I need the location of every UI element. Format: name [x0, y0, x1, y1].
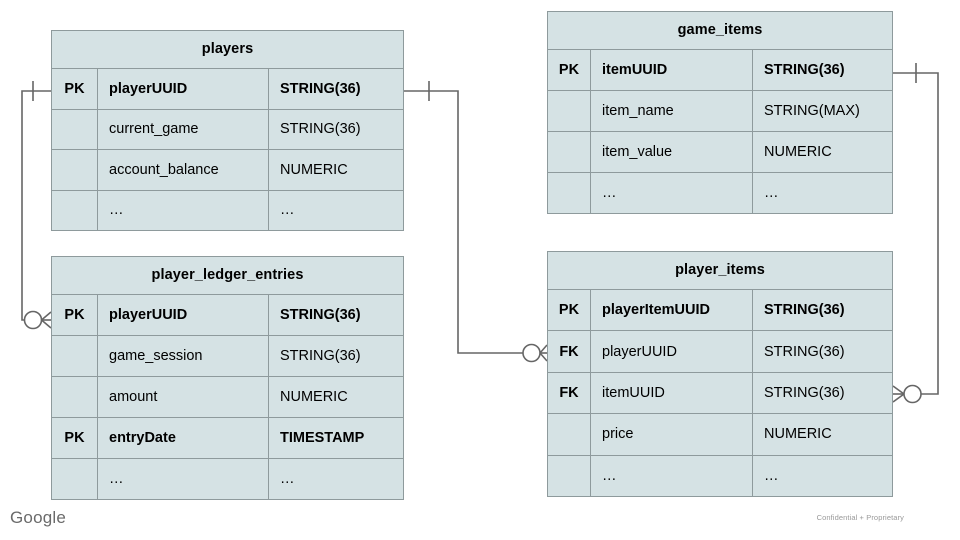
entity-row[interactable]: account_balance NUMERIC	[52, 150, 403, 191]
connector-players-to-player-items	[404, 81, 548, 363]
row-column-name: playerUUID	[98, 295, 269, 335]
row-column-type: STRING(36)	[764, 343, 845, 360]
row-column-type: STRING(36)	[280, 80, 361, 97]
row-column-name: itemUUID	[591, 50, 753, 90]
row-column-name: itemUUID	[591, 372, 753, 414]
row-key-flag: PK	[548, 290, 591, 331]
row-key-flag: FK	[548, 372, 591, 414]
row-column-type: NUMERIC	[764, 144, 832, 160]
row-column-type: STRING(36)	[280, 307, 361, 323]
row-column-type: …	[280, 202, 295, 219]
row-column-name: account_balance	[98, 150, 269, 190]
row-column-type: STRING(36)	[280, 121, 361, 138]
entity-title-player_ledger_entries: player_ledger_entries	[52, 257, 403, 295]
row-key-flag	[52, 459, 98, 499]
row-column-type: NUMERIC	[764, 426, 832, 443]
row-key-flag	[52, 190, 98, 230]
entity-row[interactable]: game_session STRING(36)	[52, 336, 403, 377]
row-column-type: STRING(36)	[280, 348, 361, 364]
row-column-name: item_name	[591, 91, 753, 131]
row-key-flag	[52, 336, 98, 376]
connector-players-to-ledger	[21, 81, 52, 330]
connector-game-items-to-player-items	[892, 63, 939, 404]
entity-row[interactable]: price NUMERIC	[548, 414, 892, 456]
row-column-name: playerUUID	[98, 69, 269, 109]
row-key-flag: PK	[52, 418, 98, 458]
row-key-flag	[52, 377, 98, 417]
row-key-flag: FK	[548, 331, 591, 372]
row-key-flag	[548, 173, 591, 213]
row-key-flag	[548, 91, 591, 131]
row-column-type: STRING(36)	[764, 62, 845, 78]
row-column-name: game_session	[98, 336, 269, 376]
row-column-type: TIMESTAMP	[280, 430, 365, 446]
entity-row[interactable]: item_name STRING(MAX)	[548, 91, 892, 132]
row-column-name: entryDate	[98, 418, 269, 458]
entity-title-game_items: game_items	[548, 12, 892, 50]
row-column-name: playerItemUUID	[591, 290, 753, 331]
row-key-flag	[548, 414, 591, 455]
row-column-name: …	[98, 190, 269, 230]
entity-row[interactable]: item_value NUMERIC	[548, 132, 892, 173]
entity-row[interactable]: ……	[548, 455, 892, 497]
row-column-name: …	[98, 459, 269, 499]
row-column-type: STRING(MAX)	[764, 103, 860, 119]
row-column-type: STRING(36)	[764, 385, 845, 402]
row-column-type: …	[280, 471, 295, 487]
row-key-flag: PK	[52, 69, 98, 109]
entity-title-player_items: player_items	[548, 252, 892, 290]
row-column-type: STRING(36)	[764, 302, 845, 319]
entity-row[interactable]: ……	[548, 173, 892, 213]
entity-row[interactable]: amount NUMERIC	[52, 377, 403, 418]
entity-row[interactable]: ……	[52, 190, 403, 230]
row-key-flag	[52, 150, 98, 190]
row-column-name: price	[591, 414, 753, 455]
row-key-flag	[548, 132, 591, 172]
row-column-name: …	[591, 173, 753, 213]
confidentiality-notice: Confidential + Proprietary	[816, 513, 904, 522]
entity-title-players: players	[52, 31, 403, 69]
row-column-type: NUMERIC	[280, 389, 348, 405]
google-logo: Google	[10, 508, 67, 527]
row-column-name: …	[591, 455, 753, 497]
entity-row[interactable]: current_game STRING(36)	[52, 109, 403, 150]
row-column-type: …	[764, 467, 779, 484]
row-column-name: playerUUID	[591, 331, 753, 372]
row-key-flag	[548, 455, 591, 497]
row-column-type: NUMERIC	[280, 161, 348, 178]
row-key-flag: PK	[52, 295, 98, 335]
row-column-name: item_value	[591, 132, 753, 172]
row-column-name: amount	[98, 377, 269, 417]
row-column-name: current_game	[98, 109, 269, 149]
entity-row[interactable]: ……	[52, 459, 403, 499]
row-key-flag: PK	[548, 50, 591, 90]
row-key-flag	[52, 109, 98, 149]
row-column-type: …	[764, 185, 779, 201]
